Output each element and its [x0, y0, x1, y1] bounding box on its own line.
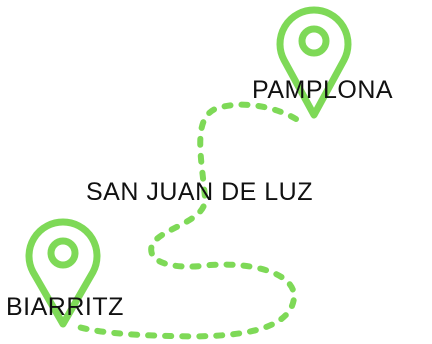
map-pin-icon [276, 6, 352, 119]
route-path [72, 101, 299, 340]
pin-dot [47, 237, 79, 269]
biarritz-pin [25, 218, 101, 328]
label-san-juan-de-luz: SAN JUAN DE LUZ [86, 178, 313, 206]
pamplona-pin [276, 6, 352, 119]
pin-dot [298, 25, 330, 57]
label-biarritz: BIARRITZ [6, 293, 124, 321]
map-pin-icon [25, 218, 101, 328]
label-pamplona: PAMPLONA [252, 76, 393, 104]
